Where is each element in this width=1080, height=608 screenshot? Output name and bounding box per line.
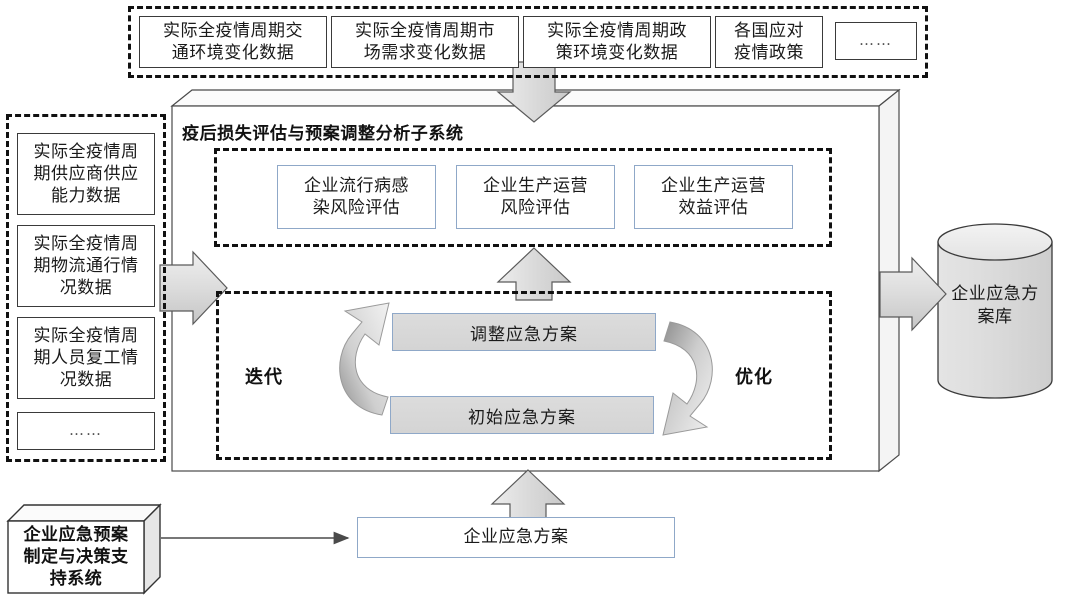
loop-label-optimize: 优化 (735, 367, 773, 388)
top-inputs-group (128, 6, 928, 78)
assessment-box-operation-risk[interactable]: 企业生产运营 风险评估 (456, 165, 615, 229)
curved-arrow-iterate (339, 302, 390, 416)
loop-label-iterate: 迭代 (245, 367, 283, 388)
assessment-box-epidemic-risk[interactable]: 企业流行病感 染风险评估 (277, 165, 436, 229)
left-input-box-3[interactable]: 实际全疫情周 期人员复工情 况数据 (17, 317, 155, 399)
top-input-box-3[interactable]: 实际全疫情周期政 策环境变化数据 (523, 16, 711, 68)
top-input-label-4: 各国应对 疫情政策 (734, 20, 804, 63)
source-system-front-face (7, 520, 145, 594)
left-inputs-group (6, 114, 166, 462)
left-input-label-2: 实际全疫情周 期物流通行情 况数据 (33, 233, 139, 299)
top-input-label-5: …… (859, 31, 893, 50)
left-input-box-1[interactable]: 实际全疫情周 期供应商供应 能力数据 (17, 133, 155, 215)
curved-arrow-optimize (662, 321, 713, 436)
arrow-loop-to-assessment (496, 247, 572, 301)
top-input-box-4[interactable]: 各国应对 疫情政策 (715, 16, 823, 68)
left-input-label-1: 实际全疫情周 期供应商供应 能力数据 (33, 141, 139, 207)
repository-cylinder-body (937, 241, 1053, 399)
repository-label: 企业应急方 案库 (951, 284, 1039, 327)
arrow-plan-to-subsystem (490, 469, 566, 525)
top-input-label-3: 实际全疫情周期政 策环境变化数据 (547, 20, 687, 63)
assessment-box-operation-benefit[interactable]: 企业生产运营 效益评估 (634, 165, 793, 229)
repository-cylinder-top (937, 223, 1053, 261)
loop-group (216, 291, 832, 460)
top-input-box-2[interactable]: 实际全疫情周期市 场需求变化数据 (331, 16, 519, 68)
assessment-label-2: 企业生产运营 风险评估 (483, 175, 588, 218)
source-system-right-bevel (143, 503, 161, 595)
left-input-label-4: …… (69, 421, 103, 440)
loop-box-initial-plan-label: 初始应急方案 (468, 407, 576, 428)
top-input-label-2: 实际全疫情周期市 场需求变化数据 (355, 20, 495, 63)
top-input-box-5[interactable]: …… (835, 22, 917, 60)
assessment-label-3: 企业生产运营 效益评估 (661, 175, 766, 218)
assessment-group (214, 148, 832, 247)
left-input-box-2[interactable]: 实际全疫情周 期物流通行情 况数据 (17, 225, 155, 307)
left-input-label-3: 实际全疫情周 期人员复工情 况数据 (33, 325, 139, 391)
loop-box-adjusted-plan-label: 调整应急方案 (470, 324, 578, 345)
left-input-box-4[interactable]: …… (17, 412, 155, 450)
loop-box-adjusted-plan[interactable]: 调整应急方案 (392, 313, 656, 351)
arrow-subsystem-to-repository (879, 256, 947, 332)
assessment-label-1: 企业流行病感 染风险评估 (304, 175, 409, 218)
plan-box-label: 企业应急方案 (463, 527, 569, 548)
top-input-box-1[interactable]: 实际全疫情周期交 通环境变化数据 (139, 16, 327, 68)
subsystem-title: 疫后损失评估与预案调整分析子系统 (182, 124, 464, 144)
loop-box-initial-plan[interactable]: 初始应急方案 (390, 396, 654, 434)
source-system-top-bevel (6, 504, 162, 522)
source-system-label: 企业应急预案 制定与决策支 持系统 (23, 525, 129, 590)
plan-box[interactable]: 企业应急方案 (357, 517, 675, 558)
top-input-label-1: 实际全疫情周期交 通环境变化数据 (163, 20, 303, 63)
